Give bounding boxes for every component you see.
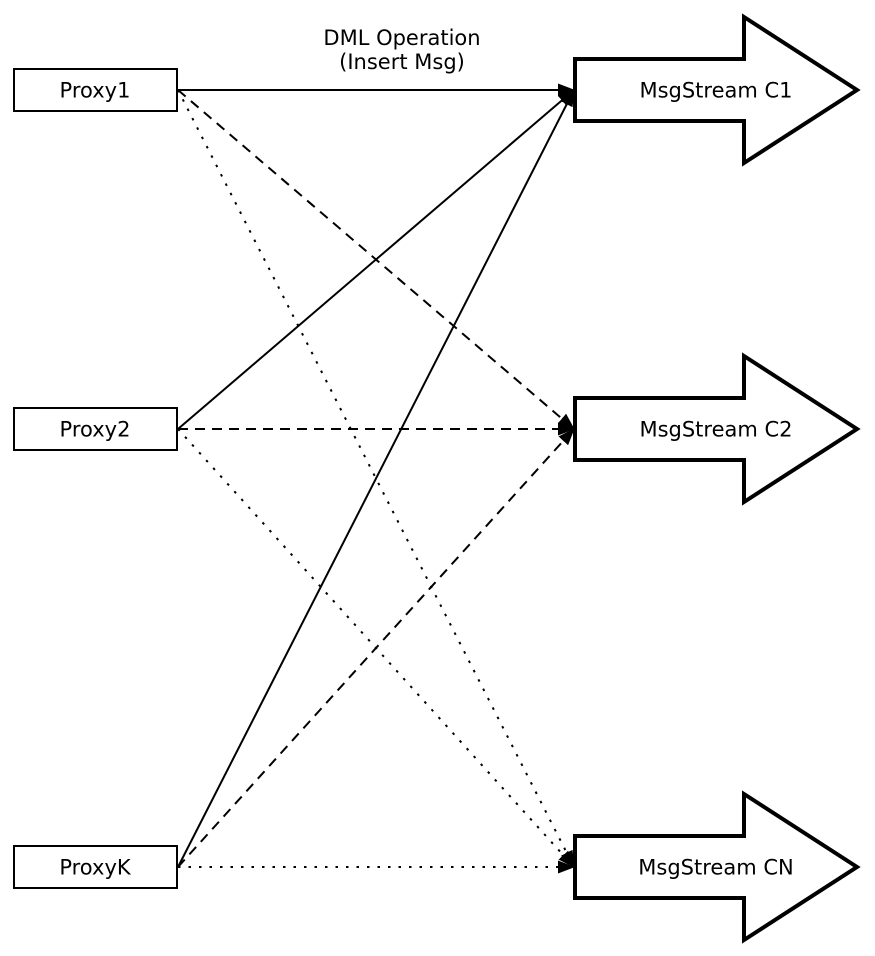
proxy1-label: Proxy1 <box>60 79 131 103</box>
msgstream-c2-label: MsgStream C2 <box>639 418 792 442</box>
edge-proxyk-to-c2 <box>177 428 575 868</box>
edge-proxy2-to-c1 <box>177 89 575 430</box>
proxy2-label: Proxy2 <box>60 418 131 442</box>
msgstream-cn-arrow-shape <box>573 790 861 944</box>
dml-operation-annotation: DML Operation (Insert Msg) <box>323 26 480 74</box>
edge-proxy1-to-cn <box>177 89 575 868</box>
proxy2-box <box>13 407 178 451</box>
msgstream-c2-arrow-shape <box>573 352 861 506</box>
proxy1-box <box>13 68 178 112</box>
node-proxy1: Proxy1 <box>13 68 178 112</box>
node-msgstream-c2: MsgStream C2 <box>573 352 861 506</box>
node-msgstream-cn: MsgStream CN <box>573 790 861 944</box>
msgstream-cn-label: MsgStream CN <box>638 856 793 880</box>
edge-proxyk-to-c1 <box>177 89 575 868</box>
node-proxyk: ProxyK <box>13 845 178 889</box>
node-proxy2: Proxy2 <box>13 407 178 451</box>
msgstream-c1-label: MsgStream C1 <box>639 79 792 103</box>
edges <box>177 83 575 874</box>
proxyk-label: ProxyK <box>59 856 132 880</box>
node-msgstream-c1: MsgStream C1 <box>573 13 861 167</box>
annotation-line1: DML Operation <box>323 26 480 50</box>
annotation-line2: (Insert Msg) <box>339 50 465 74</box>
proxyk-box <box>13 845 178 889</box>
msgstream-c1-arrow-shape <box>573 13 861 167</box>
